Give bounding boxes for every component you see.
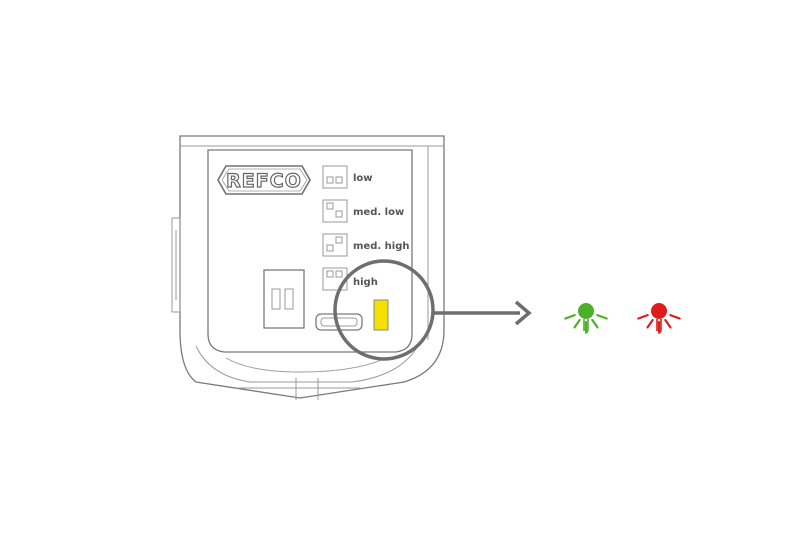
dip-switch-med-low: med. low <box>322 199 404 223</box>
speed-label-med-high: med. high <box>353 241 409 252</box>
brand-name: REFCO <box>226 170 302 192</box>
led-ray <box>637 313 649 320</box>
indicator-led <box>373 299 389 331</box>
led-bulb <box>578 303 594 319</box>
speed-dip-legend: low med. low med. high high <box>322 165 409 291</box>
led-ray <box>664 318 672 329</box>
led-legs <box>656 319 662 334</box>
led-ray <box>669 313 681 320</box>
led-ray <box>573 318 581 329</box>
speed-label-low: low <box>353 173 373 184</box>
led-ray <box>564 313 576 320</box>
callout-circle <box>333 259 435 361</box>
red-led-icon <box>637 303 681 334</box>
speed-label-high: high <box>353 277 378 288</box>
dip-switch-high: high <box>322 267 378 291</box>
led-bulb <box>651 303 667 319</box>
callout-arrow <box>433 300 532 326</box>
dip-switch-low: low <box>322 165 373 189</box>
led-ray <box>646 318 654 329</box>
power-socket <box>263 269 305 329</box>
speed-label-med-low: med. low <box>353 207 404 218</box>
green-led-icon <box>564 303 608 334</box>
led-ray <box>596 313 608 320</box>
led-ray <box>591 318 599 329</box>
dip-switch-med-high: med. high <box>322 233 409 257</box>
led-legs <box>583 319 589 334</box>
device-housing <box>171 135 445 400</box>
refco-logo: REFCO <box>217 165 311 195</box>
